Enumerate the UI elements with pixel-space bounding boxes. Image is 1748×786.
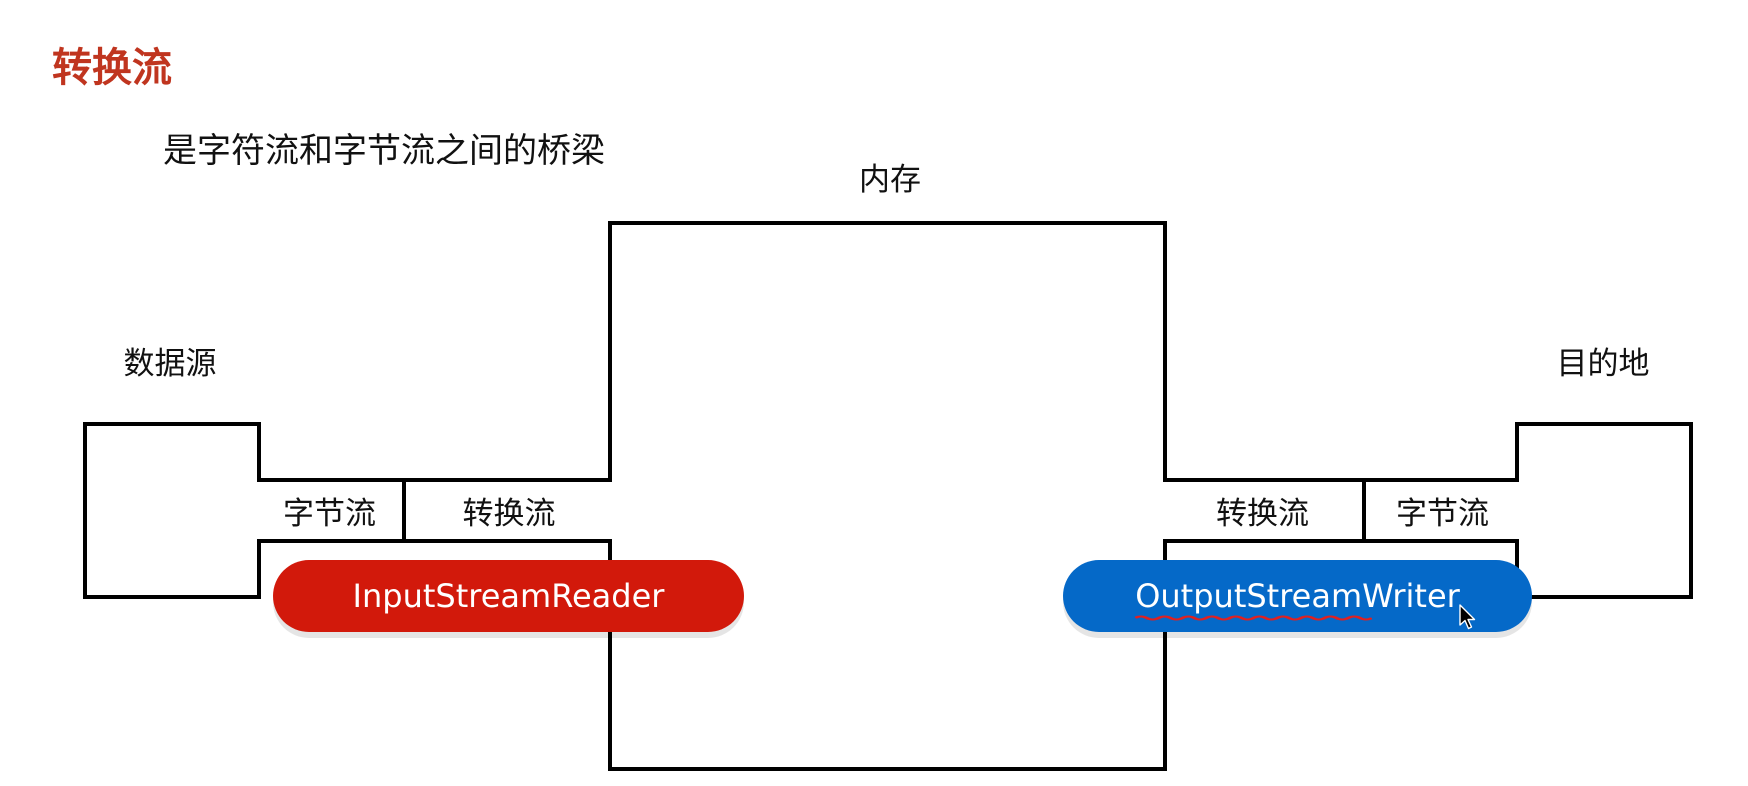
output-pipe: 转换流 字节流 (1163, 478, 1519, 543)
input-pipe: 字节流 转换流 (257, 478, 612, 543)
memory-label: 内存 (859, 162, 921, 198)
input-conversion-stream-cell: 转换流 (462, 496, 556, 532)
source-box (83, 422, 261, 599)
page-title: 转换流 (52, 45, 172, 91)
output-byte-stream-cell: 字节流 (1396, 496, 1489, 532)
mouse-cursor-icon (1459, 604, 1476, 630)
destination-box (1515, 422, 1693, 599)
output-stream-writer-label: OutputStreamWriter (1135, 577, 1460, 615)
input-byte-stream-cell: 字节流 (257, 482, 406, 539)
output-conversion-stream-cell: 转换流 (1163, 482, 1366, 539)
spellcheck-underline (1135, 615, 1373, 621)
output-stream-writer-pill: OutputStreamWriter (1063, 560, 1532, 632)
source-label: 数据源 (123, 346, 217, 382)
input-stream-reader-pill: InputStreamReader (273, 560, 744, 632)
input-stream-reader-label: InputStreamReader (352, 577, 665, 615)
destination-label: 目的地 (1556, 346, 1650, 382)
memory-box (608, 221, 1167, 771)
page-subtitle: 是字符流和字节流之间的桥梁 (163, 131, 605, 171)
